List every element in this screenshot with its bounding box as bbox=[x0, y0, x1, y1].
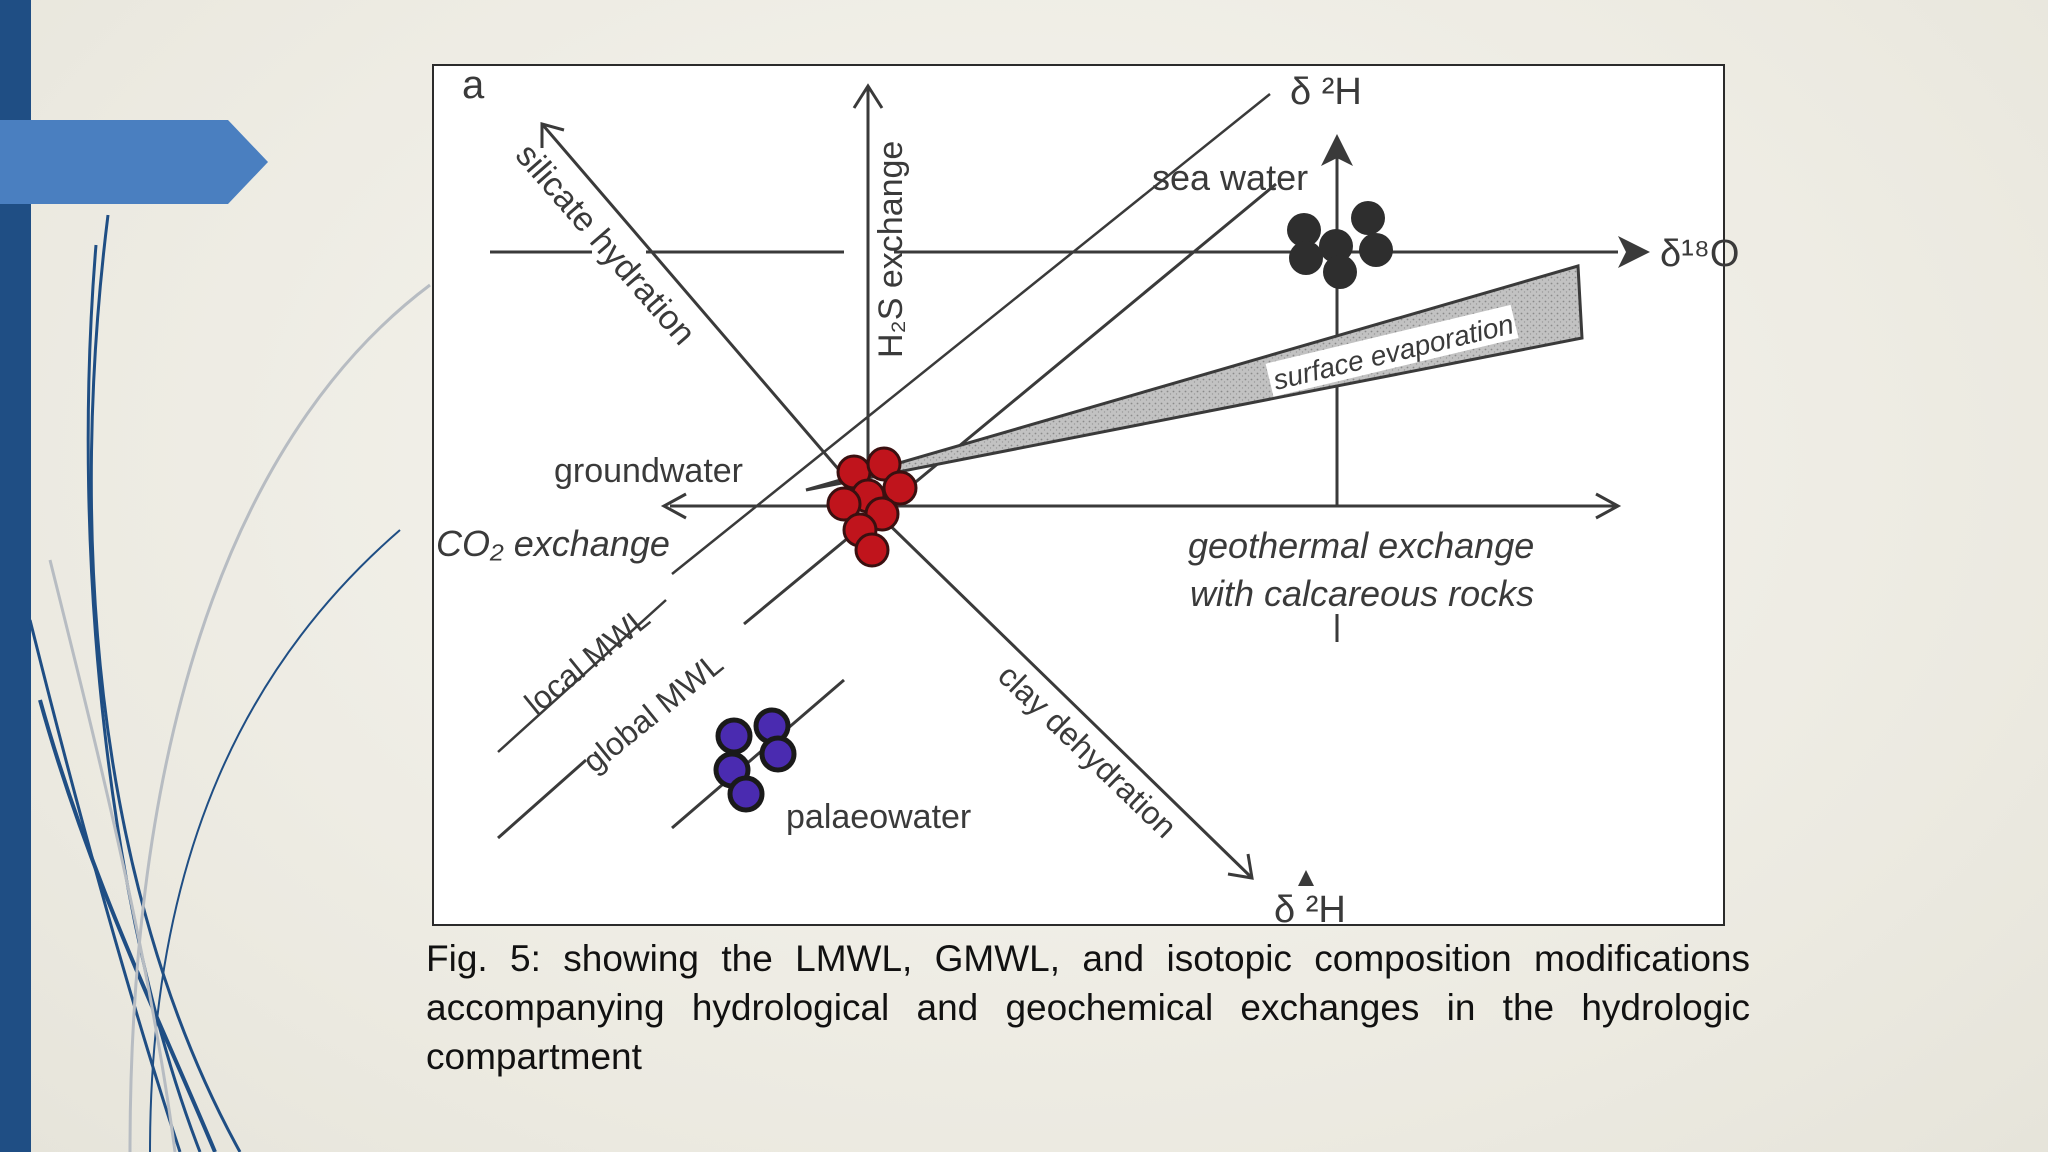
co2-exchange-arrowhead bbox=[660, 492, 687, 520]
geothermal-label-line2: with calcareous rocks bbox=[1190, 573, 1534, 614]
delta2H-top-label: δ ²H bbox=[1290, 71, 1362, 113]
silicate-hydration-arrowhead bbox=[540, 122, 565, 148]
local-mwl-line-upper bbox=[671, 93, 1271, 575]
silicate-hydration-arrow bbox=[540, 123, 872, 507]
clay-dehydration-label: clay dehydration bbox=[991, 657, 1184, 845]
isotope-diagram-drawing: a δ¹⁸O δ ²H surface evapo bbox=[436, 63, 1739, 931]
sea-water-vertical-arrowhead bbox=[1321, 134, 1353, 166]
decorative-curves bbox=[0, 120, 431, 1152]
surface-evaporation-label-bg bbox=[1265, 304, 1519, 397]
silicate-hydration-label: silicate hydration bbox=[508, 136, 703, 352]
clay-dehydration-arrow bbox=[868, 504, 1254, 880]
global-mwl-line-lower bbox=[497, 758, 587, 840]
panel-label: a bbox=[462, 63, 485, 107]
accent-arrow-shape bbox=[0, 120, 268, 204]
delta2H-bottom-label: δ ²H bbox=[1274, 889, 1346, 931]
local-mwl-line-lower bbox=[497, 599, 667, 753]
groundwater-label: groundwater bbox=[554, 452, 743, 490]
palaeowater-cluster bbox=[713, 707, 797, 813]
palaeowater-label: palaeowater bbox=[786, 798, 971, 836]
groundwater-cluster bbox=[826, 446, 918, 568]
h2s-axis-arrowhead bbox=[852, 83, 884, 109]
delta18O-label: δ¹⁸O bbox=[1660, 233, 1739, 275]
horizontal-axis-arrowhead bbox=[1595, 492, 1622, 520]
clay-dehydration-arrowhead bbox=[1227, 853, 1254, 880]
isotope-diagram: a δ¹⁸O δ ²H surface evapo bbox=[432, 63, 1739, 931]
evaporation-wedge bbox=[805, 264, 1584, 492]
sea-water-cluster bbox=[1287, 201, 1393, 289]
co2-exchange-label: CO₂ exchange bbox=[436, 523, 670, 564]
delta2H-bottom-arrowhead bbox=[1298, 870, 1314, 886]
sea-water-label: sea water bbox=[1152, 157, 1308, 198]
figure-caption: Fig. 5: showing the LMWL, GMWL, and isot… bbox=[426, 938, 1750, 1077]
global-mwl-line-upper bbox=[743, 182, 1277, 626]
geothermal-label-line1: geothermal exchange bbox=[1188, 525, 1534, 566]
delta18O-arrowhead bbox=[1618, 236, 1650, 268]
palaeowater-line bbox=[671, 678, 845, 830]
h2s-exchange-label: H₂S exchange bbox=[872, 141, 910, 358]
